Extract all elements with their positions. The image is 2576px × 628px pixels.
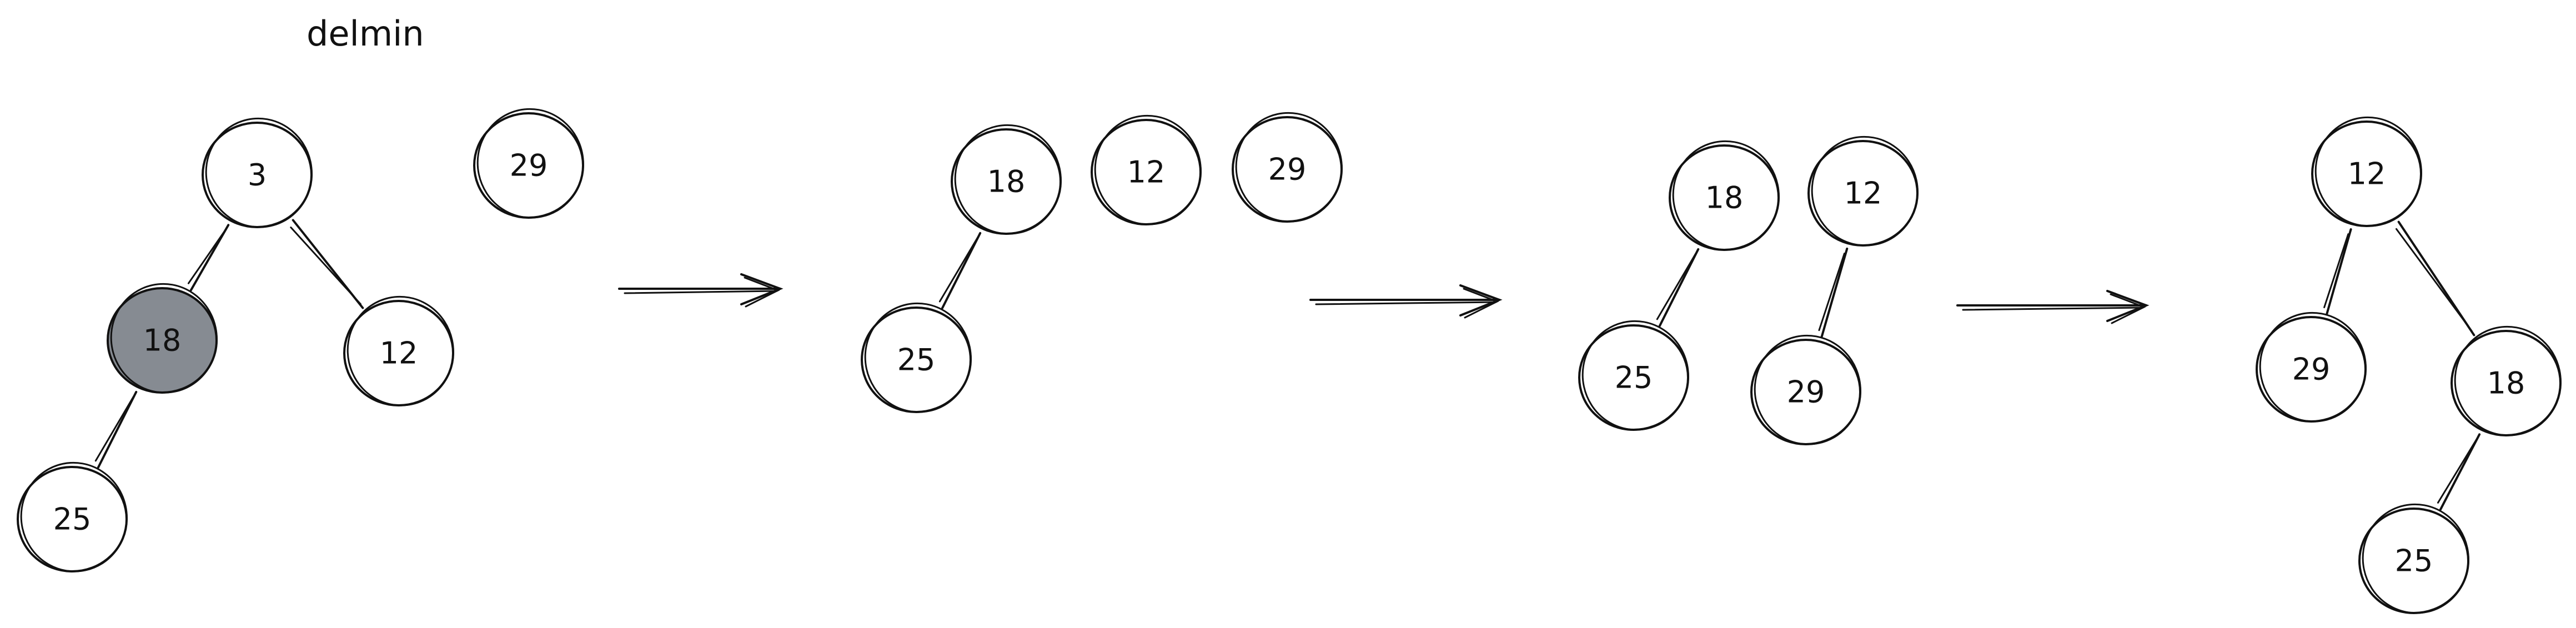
node-circle-sketch (1672, 140, 1780, 251)
node-circle-sketch (110, 283, 218, 394)
node-circle-sketch (1094, 114, 1202, 225)
tree-node: 25 (861, 302, 972, 413)
node-label: 3 (248, 158, 267, 193)
tree-node: 25 (1578, 320, 1689, 431)
node-label: 12 (1844, 176, 1882, 211)
node-circle-sketch (1235, 112, 1343, 223)
tree-edge-sketch (1818, 253, 1845, 331)
tree-node: 12 (1091, 114, 1202, 225)
tree-edge (2439, 433, 2481, 511)
tree-node: 29 (2256, 312, 2367, 423)
node-label: 25 (897, 343, 936, 378)
node-label: 12 (2348, 157, 2386, 192)
tree-edge (1658, 248, 1700, 328)
tree-edge-sketch (2395, 228, 2473, 332)
node-circle-sketch (347, 295, 454, 406)
node-circle-sketch (1581, 320, 1689, 431)
node-circle-sketch (2259, 312, 2367, 423)
tree-edge-sketch (2437, 438, 2478, 504)
node-circle-sketch (1754, 334, 1861, 445)
arrows-layer (618, 273, 2150, 324)
transition-arrow (1309, 284, 1503, 319)
node-circle-sketch (2362, 503, 2469, 614)
node-label: 25 (1615, 360, 1653, 395)
tree-edge (1820, 247, 1849, 338)
tree-node: 18 (2451, 325, 2562, 436)
diagram-caption: delmin (307, 13, 424, 54)
node-label: 25 (2395, 544, 2433, 579)
tree-node: 3 (202, 117, 313, 228)
tree-node: 12 (343, 295, 454, 406)
tree-edge-sketch (94, 395, 135, 462)
tree-node: 18 (107, 283, 218, 394)
node-circle-sketch (2454, 325, 2562, 436)
node-label: 12 (1127, 155, 1166, 190)
tree-edge-sketch (2323, 233, 2349, 309)
node-label: 18 (1705, 180, 1744, 215)
node-circle-sketch (205, 117, 313, 228)
node-label: 18 (2487, 366, 2525, 401)
node-circle-sketch (476, 108, 584, 219)
tree-node: 18 (1669, 140, 1780, 251)
tree-edge (941, 232, 982, 310)
tree-node: 29 (1232, 112, 1343, 223)
tree-node: 25 (17, 461, 128, 572)
transition-arrow (1956, 290, 2150, 324)
nodes-layer: 3 29 18 12 25 18 12 29 25 18 12 25 29 12 29 18 25 (17, 108, 2562, 614)
tree-edge (2326, 228, 2352, 315)
node-label: 25 (53, 502, 92, 537)
node-label: 12 (380, 336, 418, 371)
node-label: 29 (510, 148, 548, 183)
tree-edge-sketch (290, 227, 361, 305)
tree-edge (97, 390, 138, 469)
tree-node: 12 (2311, 116, 2422, 227)
tree-node: 29 (473, 108, 584, 219)
tree-edge-sketch (938, 237, 979, 303)
transition-arrow (618, 273, 784, 308)
node-label: 29 (1268, 152, 1307, 187)
node-circle-sketch (864, 302, 972, 413)
node-circle-sketch (1811, 135, 1919, 247)
node-circle-sketch (2314, 116, 2422, 227)
node-circle-sketch (20, 461, 128, 572)
tree-node: 29 (1750, 334, 1861, 445)
node-label: 18 (143, 323, 182, 358)
tree-edge-sketch (187, 228, 227, 284)
tree-node: 12 (1807, 135, 1919, 247)
tree-node: 18 (951, 124, 1062, 235)
node-label: 29 (2292, 352, 2331, 387)
node-label: 29 (1787, 375, 1825, 410)
node-circle-sketch (954, 124, 1062, 235)
edges-layer (94, 219, 2481, 511)
tree-node: 25 (2358, 503, 2469, 614)
tree-edge-sketch (1656, 253, 1697, 320)
node-label: 18 (987, 164, 1026, 199)
